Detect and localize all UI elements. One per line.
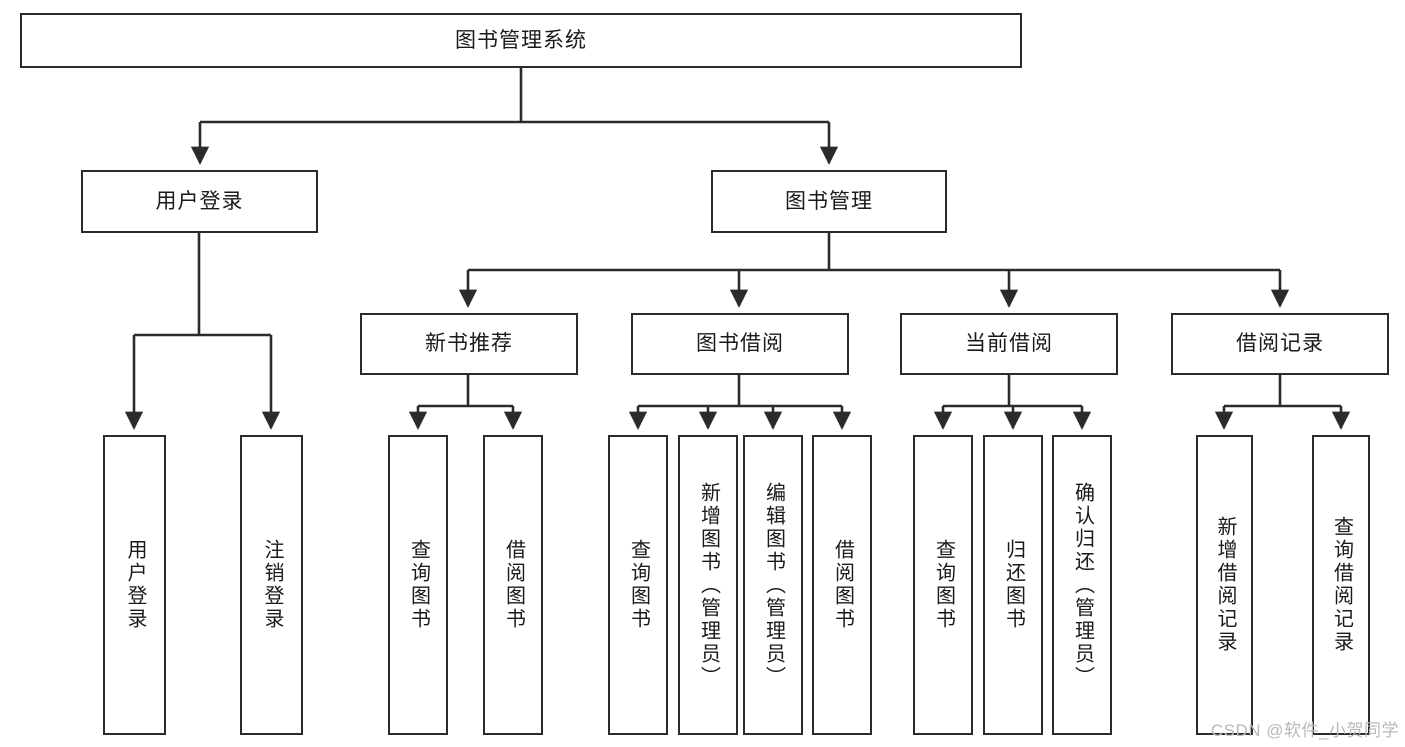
leaf-borrow-book-newbook[interactable]: 借阅图书 (483, 435, 543, 735)
leaf-label: 查询图书 (407, 539, 430, 631)
leaf-label: 新增图书（管理员） (697, 481, 720, 689)
node-user-login[interactable]: 用户登录 (81, 170, 318, 233)
leaf-add-borrow-record[interactable]: 新增借阅记录 (1196, 435, 1253, 735)
node-book-borrow[interactable]: 图书借阅 (631, 313, 849, 375)
leaf-label: 查询图书 (932, 539, 955, 631)
leaf-query-book-newbook[interactable]: 查询图书 (388, 435, 448, 735)
leaf-label: 注销登录 (261, 539, 283, 631)
node-book-management[interactable]: 图书管理 (711, 170, 947, 233)
leaf-query-book-borrow[interactable]: 查询图书 (608, 435, 668, 735)
node-new-book-recommend[interactable]: 新书推荐 (360, 313, 578, 375)
leaf-label: 确认归还（管理员） (1071, 481, 1094, 689)
leaf-label: 查询图书 (627, 539, 650, 631)
leaf-edit-book-admin[interactable]: 编辑图书（管理员） (743, 435, 803, 735)
leaf-user-login[interactable]: 用户登录 (103, 435, 166, 735)
node-root[interactable]: 图书管理系统 (20, 13, 1022, 68)
node-current-borrow[interactable]: 当前借阅 (900, 313, 1118, 375)
leaf-label: 编辑图书（管理员） (762, 481, 785, 689)
leaf-confirm-return-admin[interactable]: 确认归还（管理员） (1052, 435, 1112, 735)
leaf-label: 借阅图书 (831, 539, 854, 631)
leaf-label: 归还图书 (1002, 539, 1025, 631)
leaf-borrow-book[interactable]: 借阅图书 (812, 435, 872, 735)
watermark: CSDN @软件_小贺同学 (1210, 721, 1399, 740)
node-borrow-record[interactable]: 借阅记录 (1171, 313, 1389, 375)
leaf-label: 新增借阅记录 (1214, 516, 1236, 654)
leaf-query-book-current[interactable]: 查询图书 (913, 435, 973, 735)
leaf-query-borrow-record[interactable]: 查询借阅记录 (1312, 435, 1370, 735)
leaf-add-book-admin[interactable]: 新增图书（管理员） (678, 435, 738, 735)
leaf-label: 用户登录 (124, 539, 146, 631)
leaf-logout[interactable]: 注销登录 (240, 435, 303, 735)
leaf-label: 查询借阅记录 (1330, 516, 1353, 654)
leaf-label: 借阅图书 (502, 539, 525, 631)
leaf-return-book[interactable]: 归还图书 (983, 435, 1043, 735)
